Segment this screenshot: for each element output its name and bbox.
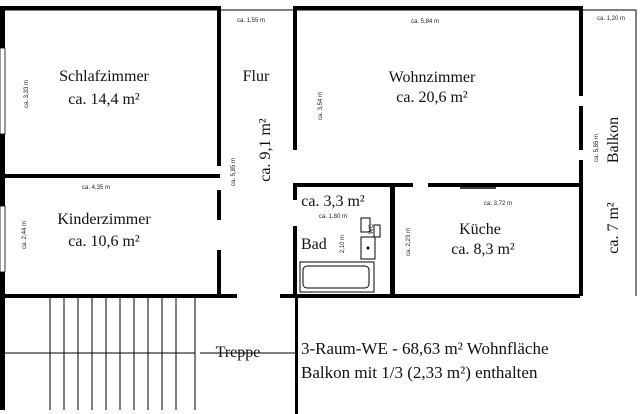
balkon-area: ca. 7 m² <box>605 202 622 254</box>
kueche-name: Küche <box>459 221 501 238</box>
schlafzimmer-name: Schlafzimmer <box>59 68 149 85</box>
wall-top-left <box>4 6 220 10</box>
summary-line-1: 3-Raum-WE - 68,63 m² Wohnfläche <box>301 339 549 358</box>
dim-flur-length: ca. 5,85 m <box>231 158 237 186</box>
flur-name: Flur <box>243 68 270 85</box>
wall-bottom-right <box>280 294 580 298</box>
kinderzimmer-area: ca. 10,6 m² <box>68 233 140 250</box>
summary-line-2: Balkon mit 1/3 (2,33 m²) enthalten <box>301 363 538 382</box>
wall-top-right <box>294 6 582 10</box>
toilet <box>360 217 371 233</box>
kinderzimmer-name: Kinderzimmer <box>57 211 151 228</box>
wall-bad-top <box>293 183 413 187</box>
wall-flur-wohn <box>293 6 297 150</box>
fixture-label: WC <box>369 223 375 234</box>
balkon-door-gap <box>579 96 583 106</box>
dim-bad-height: 2,10 m <box>340 235 346 253</box>
wall-flur-bad <box>293 187 297 297</box>
dim-wohn-width: ca. 5,84 m <box>411 19 439 25</box>
window-schlafzimmer <box>0 47 6 135</box>
dim-flur-width: ca. 1,55 m <box>237 18 265 24</box>
washbasin-drain <box>366 246 370 250</box>
dim-kueche-height: ca. 2,23 m <box>406 228 412 256</box>
window-kinderzimmer <box>0 205 6 273</box>
dim-wohn-height: ca. 3,54 m <box>318 92 324 120</box>
washbasin <box>360 236 376 260</box>
stair-steps <box>5 298 295 410</box>
wohnzimmer-name: Wohnzimmer <box>389 69 476 86</box>
wall-schlaf-flur <box>217 6 221 166</box>
treppe-name: Treppe <box>216 344 261 361</box>
wall-treppe-right <box>295 294 298 414</box>
dim-schlaf-height: ca. 3,33 m <box>24 80 30 108</box>
dim-kueche-width: ca. 3,72 m <box>484 201 512 207</box>
bad-area: ca. 3,3 m² <box>301 193 365 210</box>
wall-bottom-left <box>4 294 237 298</box>
bad-door-gap <box>293 200 297 226</box>
kueche-area: ca. 8,3 m² <box>451 241 515 258</box>
bad-name: Bad <box>301 236 327 253</box>
dim-kinder-height: ca. 2,44 m <box>22 221 28 249</box>
dim-bad-width: ca. 1,80 m <box>319 214 347 220</box>
dim-balkon-length: ca. 5,85 m <box>594 134 600 162</box>
wall-kinder-flur-lower <box>217 250 221 298</box>
wohnzimmer-area: ca. 20,6 m² <box>396 89 468 106</box>
bathtub <box>299 261 375 293</box>
balkon-name: Balkon <box>605 117 622 163</box>
wall-kinder-flur-upper <box>217 190 221 220</box>
flur-area: ca. 9,1 m² <box>257 118 274 182</box>
dim-kinder-width: ca. 4,35 m <box>82 185 110 191</box>
wall-wohn-kueche <box>428 183 583 187</box>
wall-schlaf-kinder <box>4 174 220 178</box>
dim-balkon-width: ca. 1,20 m <box>597 16 625 22</box>
schlafzimmer-area: ca. 14,4 m² <box>68 91 140 108</box>
balkon-door-gap2 <box>579 150 583 160</box>
bathtub-inner <box>302 265 370 289</box>
wall-fixture <box>373 224 381 238</box>
wall-bad-kueche <box>390 187 395 297</box>
